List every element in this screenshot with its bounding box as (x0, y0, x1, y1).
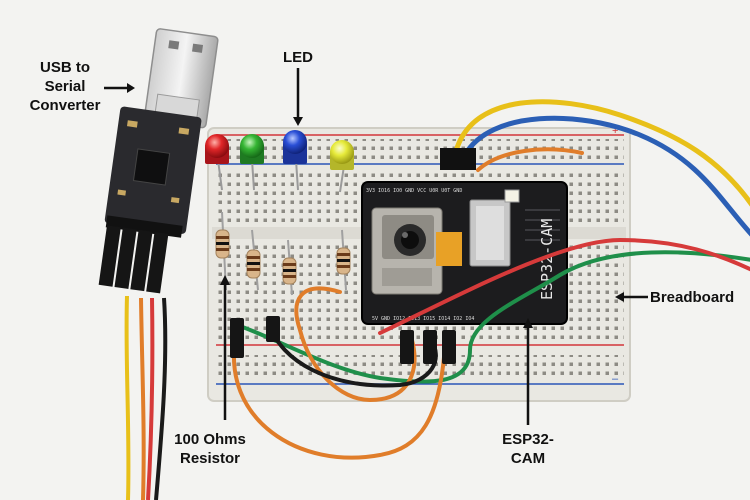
wire-green (235, 250, 750, 384)
usb-serial-converter (98, 28, 219, 294)
led-red (205, 134, 229, 164)
rail-holes-bottom (216, 355, 624, 377)
esp32-cam-module: ESP32-CAM 3V3 IO16 IO0 GND VCC U0R U0T G… (361, 148, 568, 325)
led-blue (283, 130, 307, 164)
label-usb-line-2: Serial (44, 78, 86, 95)
dupont-black-1 (230, 318, 244, 358)
wire-yellow (452, 99, 750, 207)
dupont-black-4 (423, 330, 437, 364)
rail-minus-mark: – (612, 373, 619, 385)
wire-red (378, 237, 750, 335)
label-led: LED (283, 49, 313, 66)
wire-blue (462, 115, 750, 237)
rail-plus-mark: + (612, 125, 618, 137)
usb-wire-orange (139, 297, 146, 500)
wire-orange-long (232, 333, 447, 460)
wire-orange-short (476, 147, 584, 172)
label-esp-line-2: CAM (510, 450, 546, 467)
label-resistor: 100 Ohms Resistor (165, 430, 255, 468)
rail-holes-top (216, 139, 624, 161)
label-resistor-line-1: 100 Ohms (174, 431, 246, 448)
dupont-black-5 (442, 330, 456, 364)
usb-wire-black (154, 297, 168, 500)
label-usb-serial-converter: USB to Serial Converter (22, 58, 108, 115)
wire-orange-loop (294, 286, 417, 403)
resistor-4 (336, 229, 351, 291)
annotation-arrows (104, 68, 648, 425)
label-esp-line-1: ESP32- (502, 431, 554, 448)
usb-wire-red (146, 297, 155, 500)
resistor-3 (282, 239, 297, 296)
label-esp32-cam: ESP32- CAM (490, 430, 566, 468)
label-resistor-line-2: Resistor (179, 450, 241, 467)
camera-flex (436, 232, 462, 266)
esp-top-pin-labels: 3V3 IO16 IO0 GND VCC U0R U0T GND (366, 188, 462, 194)
resistors (215, 211, 351, 296)
dupont-black-2 (266, 316, 280, 342)
led-group (205, 130, 354, 193)
label-usb-line-3: Converter (29, 97, 101, 114)
label-usb-line-1: USB to (40, 59, 90, 76)
esp-bottom-pin-labels: 5V GND IO12 IO13 IO15 IO14 IO2 IO4 (372, 316, 474, 322)
usb-wire-yellow (124, 295, 131, 500)
led-yellow (330, 140, 354, 170)
label-breadboard: Breadboard (650, 289, 735, 306)
esp-top-jumpers (440, 148, 476, 170)
dupont-housing (98, 225, 121, 287)
led-green (240, 134, 264, 164)
usb-chip (132, 148, 171, 186)
flash-led (504, 189, 520, 203)
resistor-2 (246, 229, 261, 291)
dupont-black-3 (400, 330, 414, 364)
